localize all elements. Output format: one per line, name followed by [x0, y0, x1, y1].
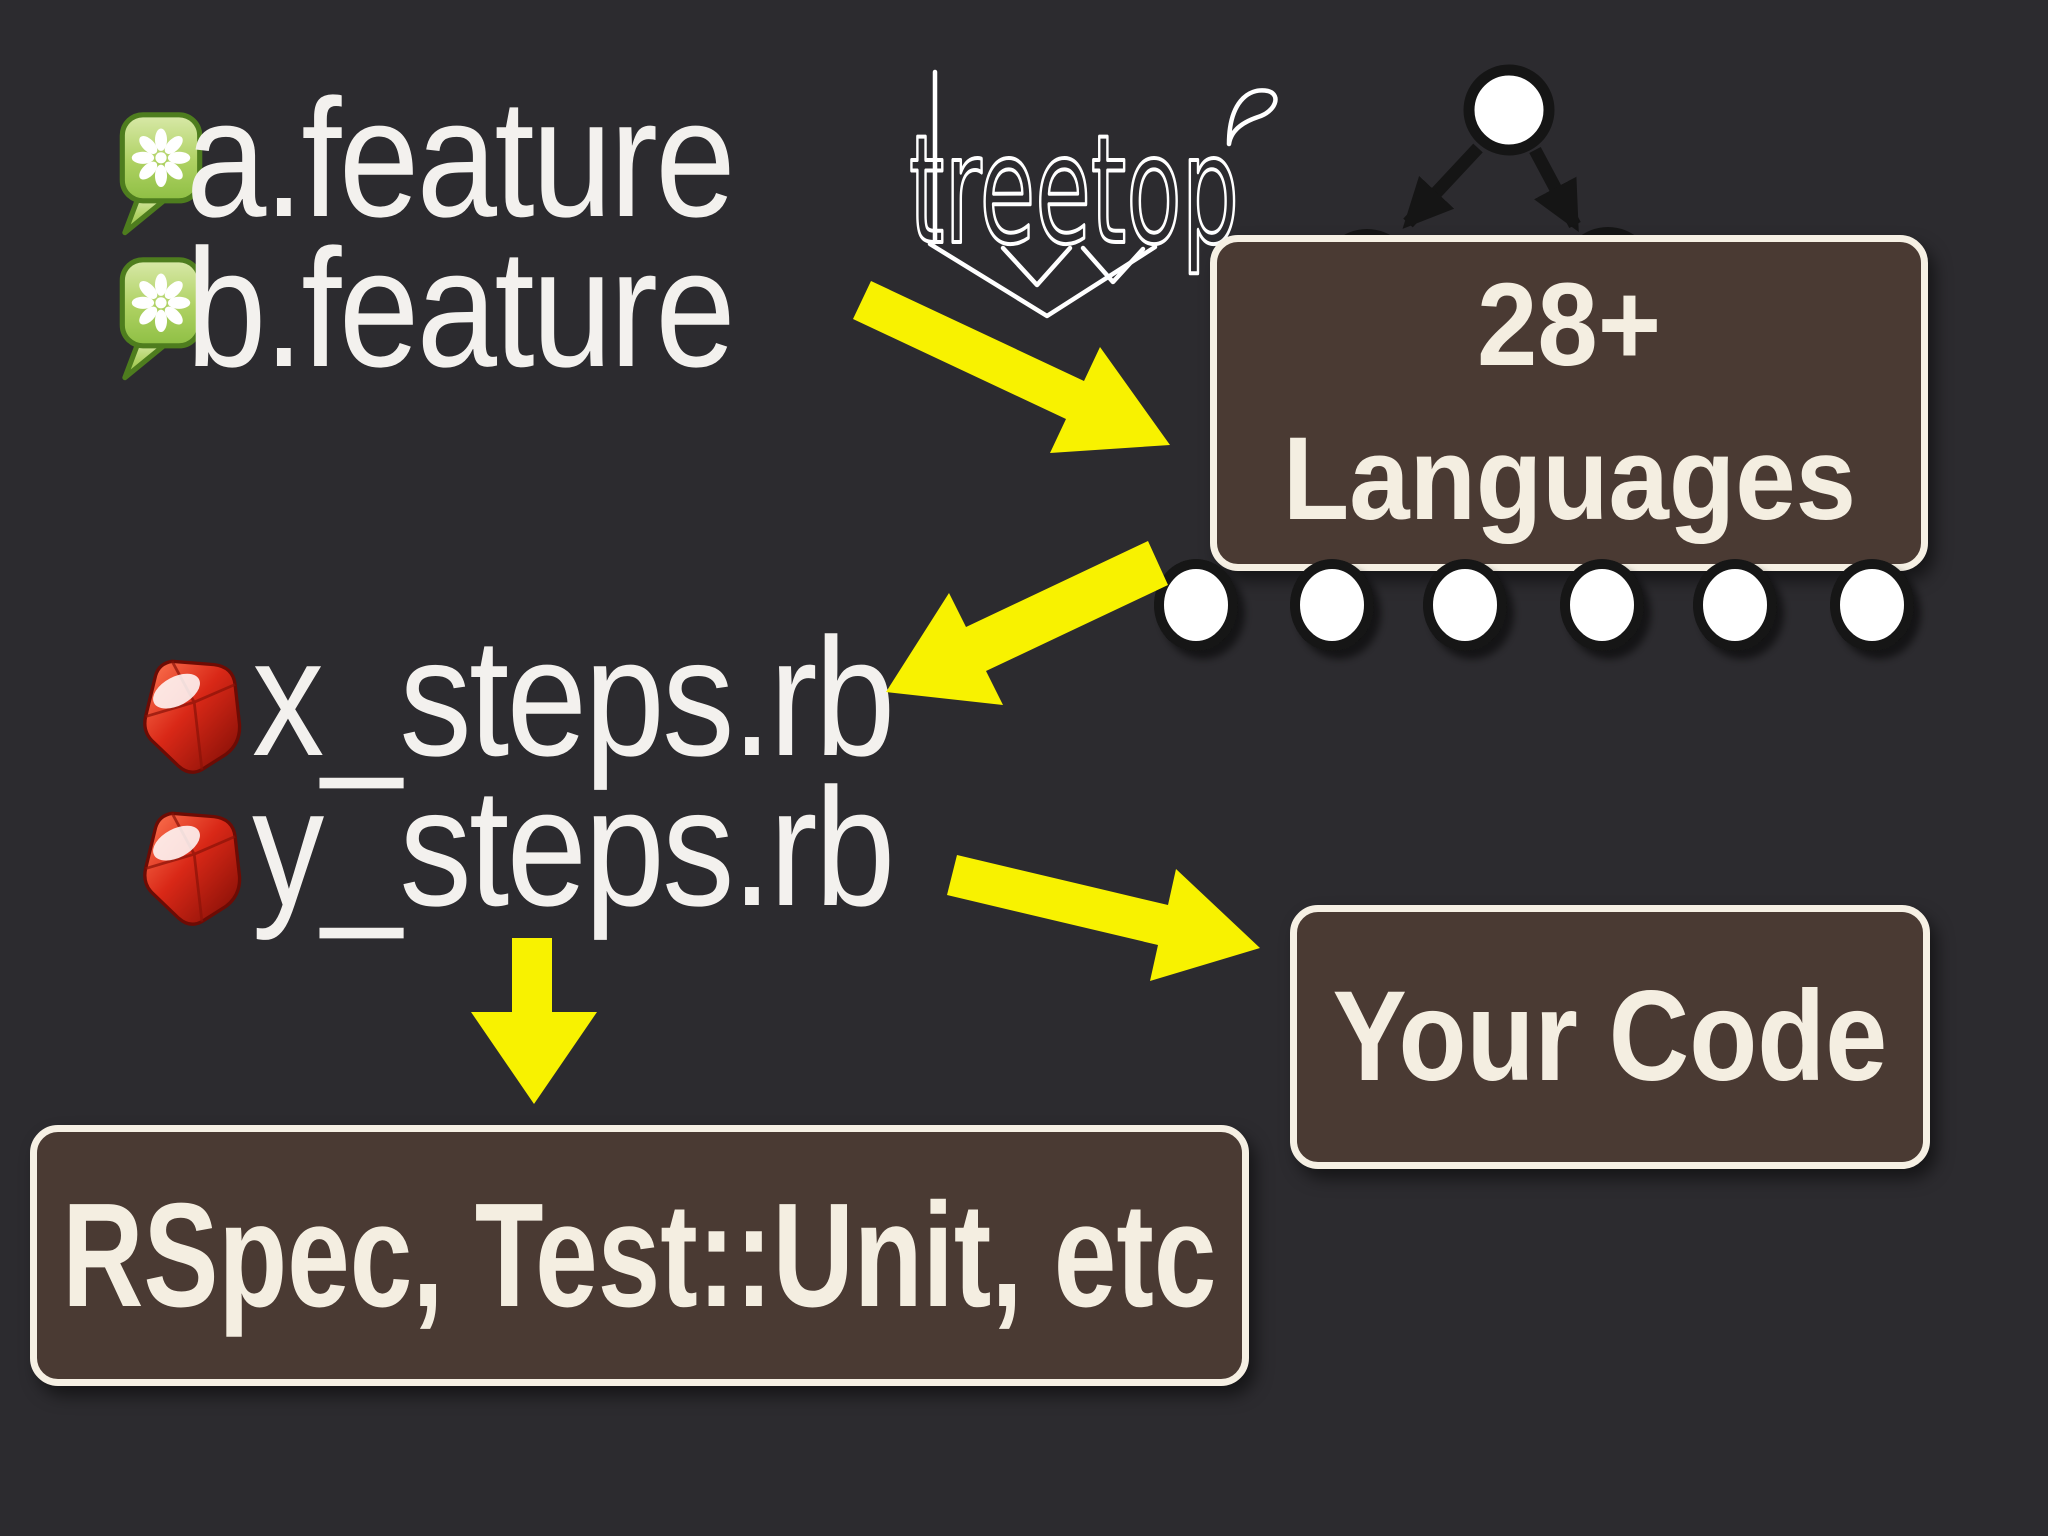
treetop-root-inner-left	[1000, 245, 1073, 288]
leaf-node-2	[1290, 559, 1374, 651]
leaf-node-1	[1154, 559, 1238, 651]
parse-tree-leaf-row	[1154, 559, 1914, 651]
leaf-node-6	[1830, 559, 1914, 651]
treetop-flag-curl	[1226, 88, 1278, 147]
feature-file-label-b: b.feature	[186, 214, 736, 402]
arrow-steps-to-frameworks	[471, 938, 597, 1104]
arrow-languages-to-steps	[886, 541, 1168, 705]
cucumber-icon	[119, 112, 203, 236]
yourcode-box-label: Your Code	[1332, 964, 1888, 1108]
treetop-logo: treetop	[907, 69, 1278, 319]
yourcode-box: Your Code	[1290, 905, 1930, 1169]
treetop-root-inner-right	[1080, 245, 1146, 285]
languages-box: 28+ Languages	[1210, 235, 1928, 571]
arrow-features-to-languages	[853, 281, 1170, 453]
frameworks-box: RSpec, Test::Unit, etc	[30, 1125, 1249, 1386]
languages-box-line2: Languages	[1282, 413, 1856, 545]
treetop-logo-text: treetop	[909, 104, 1239, 278]
step-file-label-y: y_steps.rb	[252, 753, 895, 941]
frameworks-box-label: RSpec, Test::Unit, etc	[62, 1172, 1217, 1338]
leaf-node-3	[1423, 559, 1507, 651]
languages-box-line1: 28+	[1476, 259, 1662, 392]
cucumber-icon	[119, 257, 203, 381]
tree-edge-right-arrow	[1529, 146, 1581, 233]
tree-root-node	[1463, 64, 1555, 156]
treetop-root-outer	[927, 241, 1158, 319]
arrow-steps-to-yourcode	[947, 855, 1260, 981]
step-file-label-x: x_steps.rb	[252, 603, 895, 791]
ruby-icon	[143, 659, 242, 774]
feature-file-label-a: a.feature	[186, 64, 736, 252]
leaf-node-5	[1693, 559, 1777, 651]
leaf-node-4	[1560, 559, 1644, 651]
tree-edge-left-arrow	[1402, 143, 1483, 229]
ruby-icon	[143, 811, 242, 926]
